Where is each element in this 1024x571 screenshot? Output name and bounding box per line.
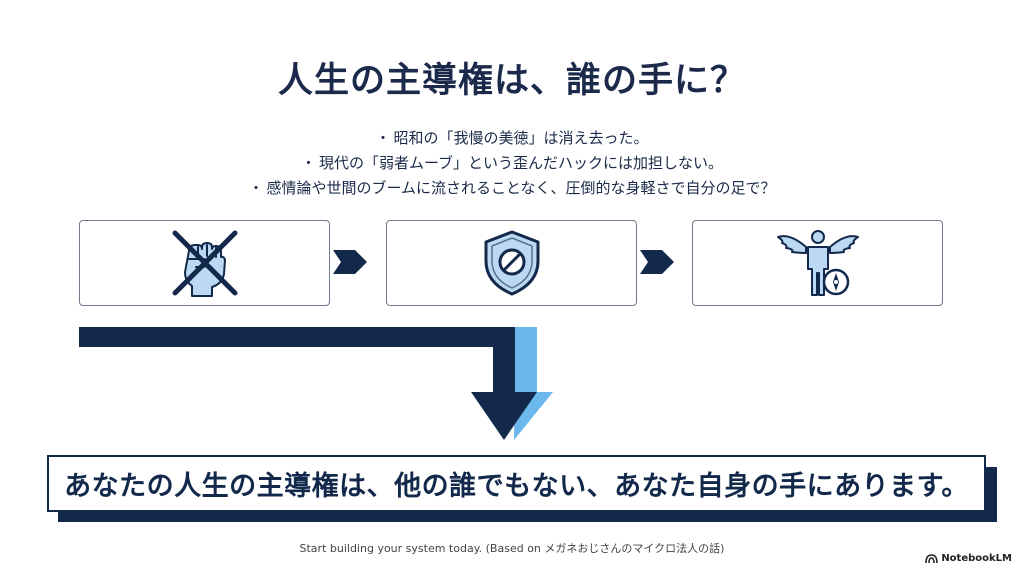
crossed-out-fist-icon [172, 230, 237, 297]
bullet-marker: ・ [248, 179, 264, 197]
conclusion-box: あなたの人生の主導権は、他の誰でもない、あなた自身の手にあります。 [47, 455, 986, 512]
bullet-list: ・昭和の「我慢の美徳」は消え去った。 ・現代の「弱者ムーブ」という歪んだハックに… [0, 126, 1024, 201]
conclusion-text: あなたの人生の主導権は、他の誰でもない、あなた自身の手にあります。 [64, 471, 969, 502]
footer-caption: Start building your system today. (Based… [299, 542, 725, 555]
brand-name: NotebookLM [941, 553, 1012, 564]
notebooklm-logo-icon [925, 554, 939, 563]
prohibited-shield-icon [484, 230, 539, 296]
bullet-item: ・現代の「弱者ムーブ」という歪んだハックには加担しない。 [0, 151, 1024, 176]
bullet-marker: ・ [375, 129, 391, 147]
step-card-2 [386, 220, 637, 306]
bullet-item: ・感情論や世間のブームに流されることなく、圧倒的な身軽さで自分の足で？ [0, 176, 1024, 201]
step-card-1 [79, 220, 330, 306]
brand-badge: NotebookLM [925, 553, 1012, 564]
bullet-item: ・昭和の「我慢の美徳」は消え去った。 [0, 126, 1024, 151]
bullet-marker: ・ [300, 154, 316, 172]
slide-title: 人生の主導権は、誰の手に？ [277, 61, 746, 101]
chevron-right-icon [640, 250, 674, 274]
chevron-right-icon [333, 250, 367, 274]
step-card-3 [692, 220, 943, 306]
winged-person-compass-icon [776, 230, 859, 296]
